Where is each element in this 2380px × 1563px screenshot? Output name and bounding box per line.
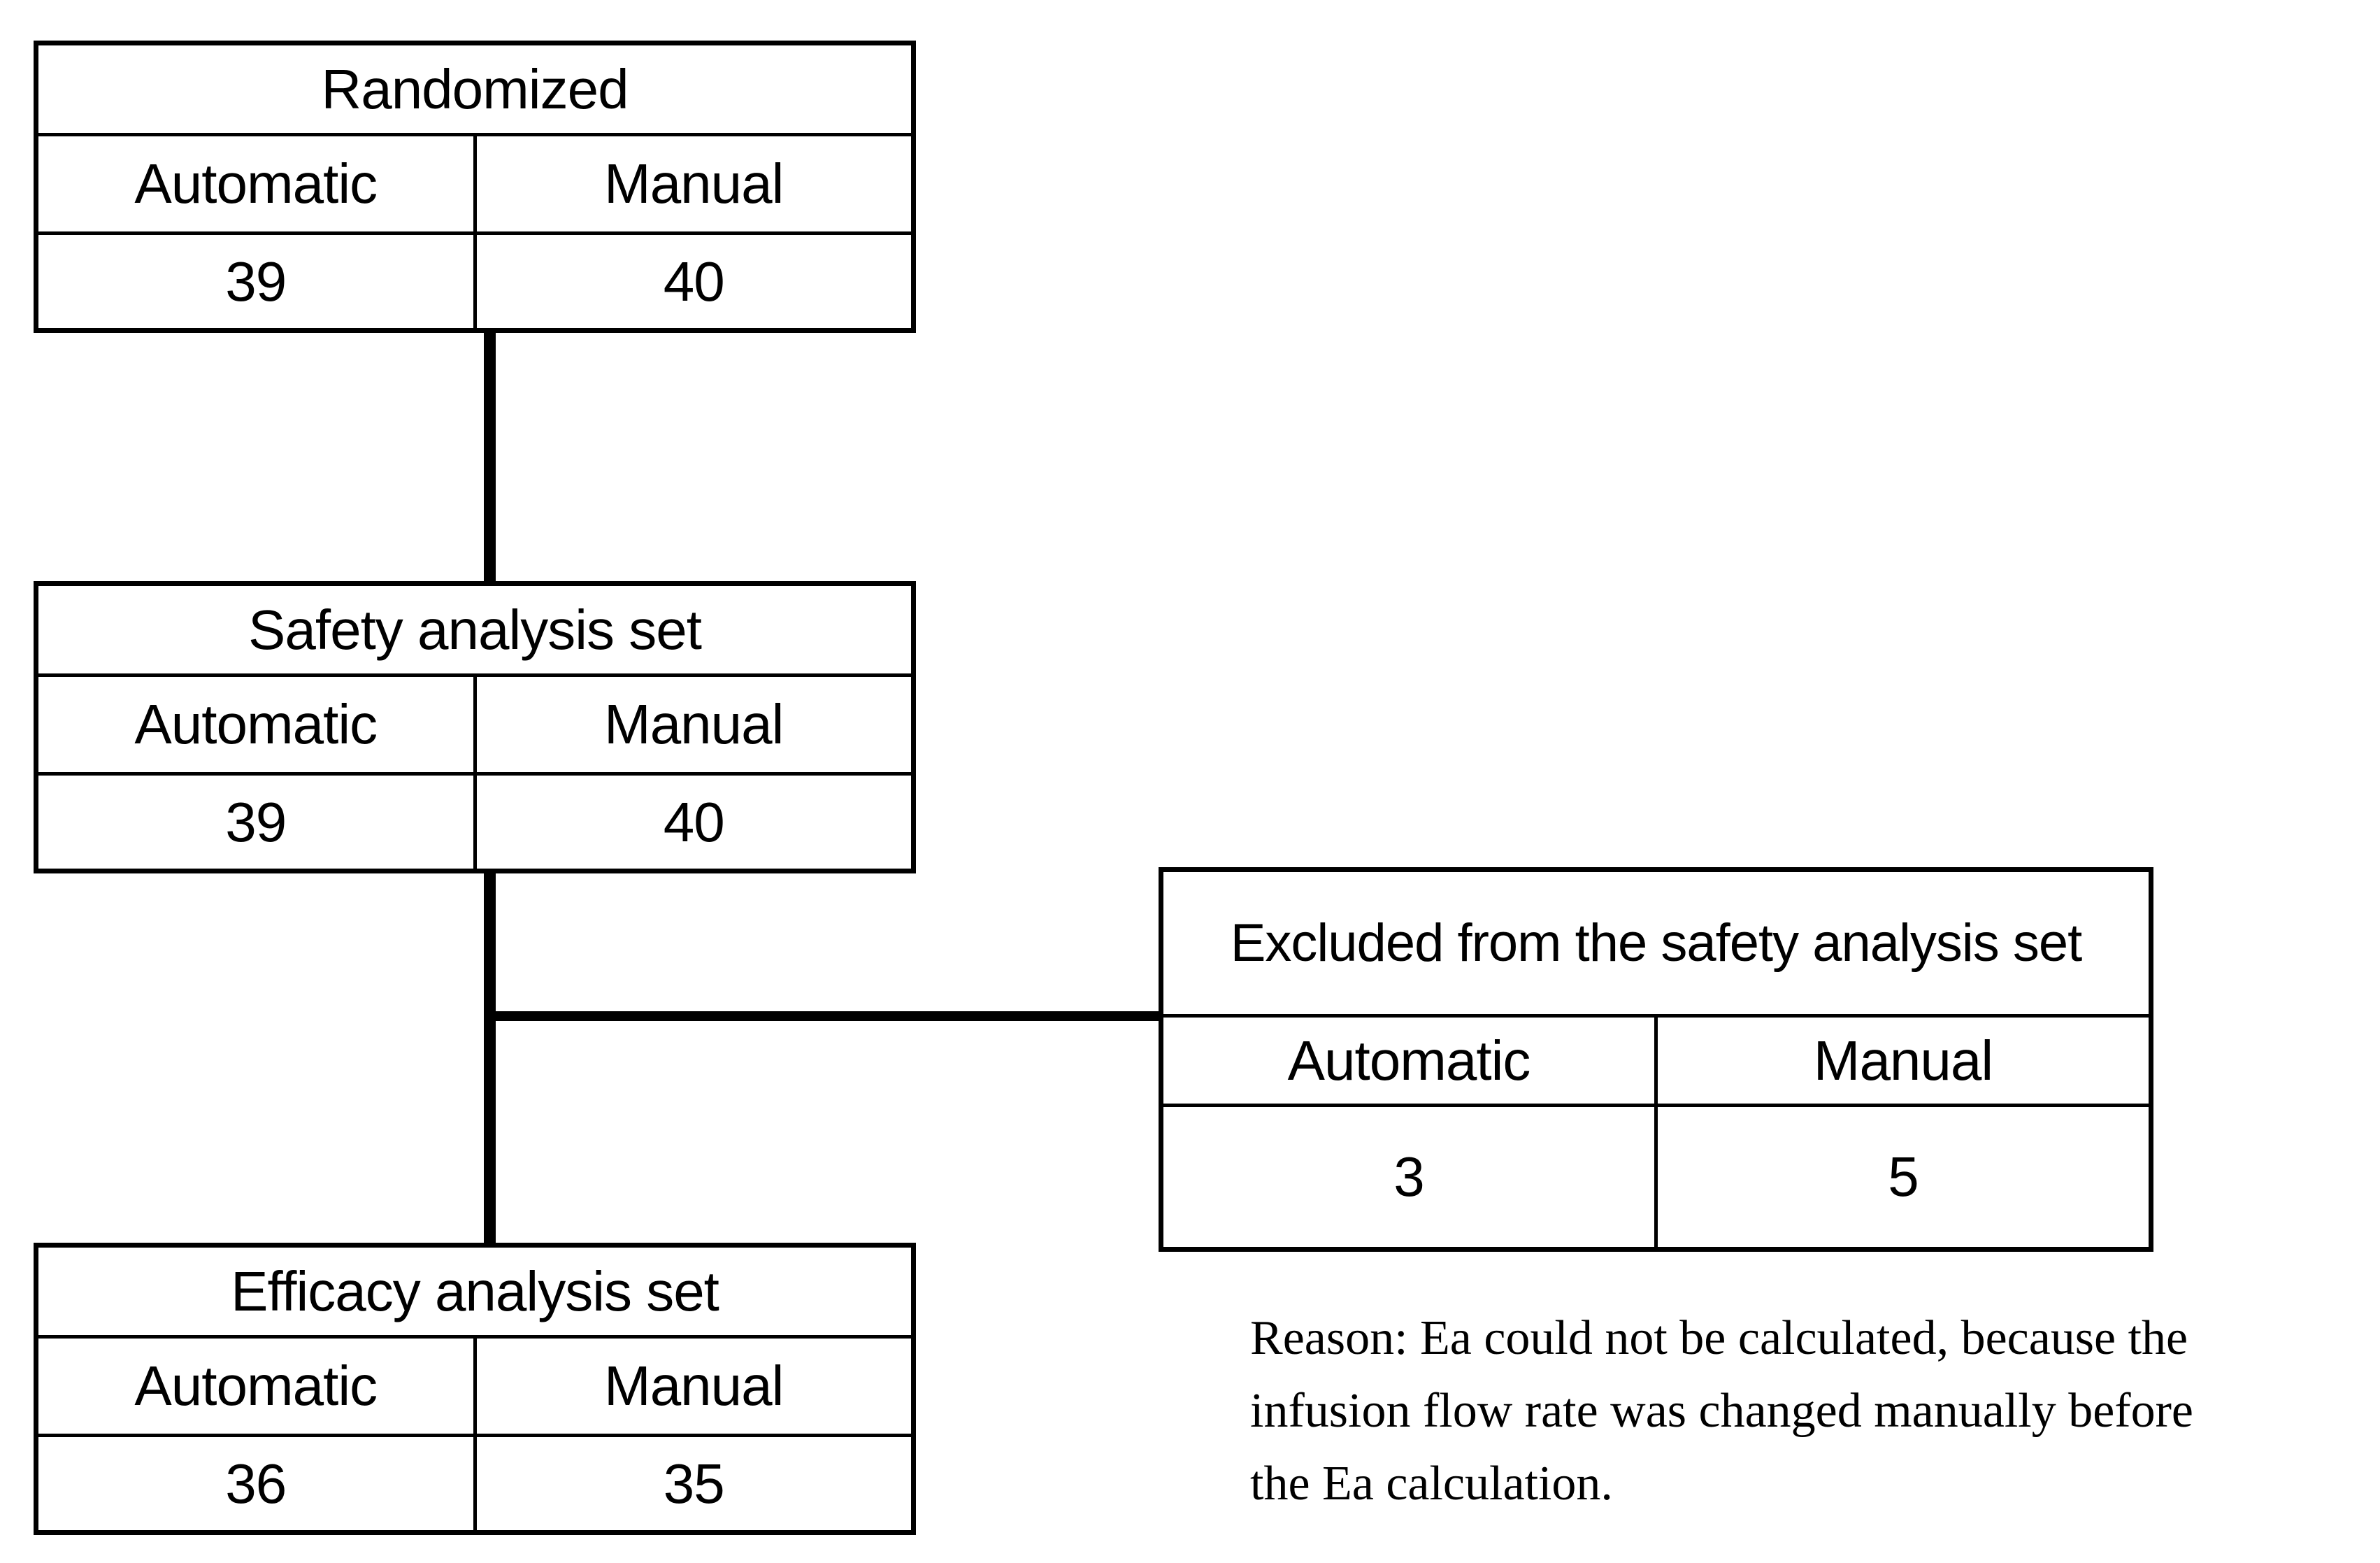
safety-col-manual: Manual bbox=[604, 693, 784, 755]
safety-col-automatic: Automatic bbox=[38, 677, 477, 772]
excluded-title: Excluded from the safety analysis set bbox=[1163, 872, 2149, 1018]
safety-title: Safety analysis set bbox=[38, 586, 911, 677]
efficacy-value-row: 36 35 bbox=[38, 1437, 911, 1530]
safety-value-manual: 40 bbox=[663, 790, 725, 853]
connector-safety-to-efficacy bbox=[484, 869, 496, 1247]
efficacy-value-automatic: 36 bbox=[38, 1437, 477, 1530]
excluded-col-manual: Manual bbox=[1813, 1029, 1993, 1092]
connector-randomized-to-safety bbox=[484, 331, 496, 585]
efficacy-header-row: Automatic Manual bbox=[38, 1339, 911, 1437]
reason-line-2: infusion flow rate was changed manually … bbox=[1250, 1384, 2193, 1438]
randomized-value-row: 39 40 bbox=[38, 235, 911, 328]
efficacy-col-manual: Manual bbox=[604, 1355, 784, 1417]
excluded-value-automatic: 3 bbox=[1163, 1107, 1658, 1247]
safety-value-automatic: 39 bbox=[38, 776, 477, 869]
excluded-value-manual: 5 bbox=[1888, 1146, 1919, 1208]
safety-analysis-box: Safety analysis set Automatic Manual 39 … bbox=[34, 581, 916, 873]
efficacy-col-automatic: Automatic bbox=[38, 1339, 477, 1434]
randomized-header-row: Automatic Manual bbox=[38, 136, 911, 235]
efficacy-title: Efficacy analysis set bbox=[38, 1248, 911, 1339]
randomized-col-manual: Manual bbox=[604, 152, 784, 215]
safety-value-row: 39 40 bbox=[38, 776, 911, 869]
excluded-header-row: Automatic Manual bbox=[1163, 1018, 2149, 1107]
randomized-box: Randomized Automatic Manual 39 40 bbox=[34, 41, 916, 333]
randomized-title: Randomized bbox=[38, 45, 911, 136]
excluded-value-row: 3 5 bbox=[1163, 1107, 2149, 1247]
reason-line-1: Reason: Ea could not be calculated, beca… bbox=[1250, 1311, 2188, 1365]
randomized-value-automatic: 39 bbox=[38, 235, 477, 328]
efficacy-analysis-box: Efficacy analysis set Automatic Manual 3… bbox=[34, 1243, 916, 1535]
exclusion-reason-note: Reason: Ea could not be calculated, beca… bbox=[1250, 1302, 2380, 1520]
connector-branch-to-excluded bbox=[489, 1011, 1162, 1021]
randomized-value-manual: 40 bbox=[663, 250, 725, 313]
randomized-col-automatic: Automatic bbox=[38, 136, 477, 231]
excluded-box: Excluded from the safety analysis set Au… bbox=[1159, 867, 2153, 1252]
excluded-col-automatic: Automatic bbox=[1163, 1018, 1658, 1104]
reason-line-3: the Ea calculation. bbox=[1250, 1457, 1613, 1511]
efficacy-value-manual: 35 bbox=[663, 1452, 725, 1515]
safety-header-row: Automatic Manual bbox=[38, 677, 911, 776]
